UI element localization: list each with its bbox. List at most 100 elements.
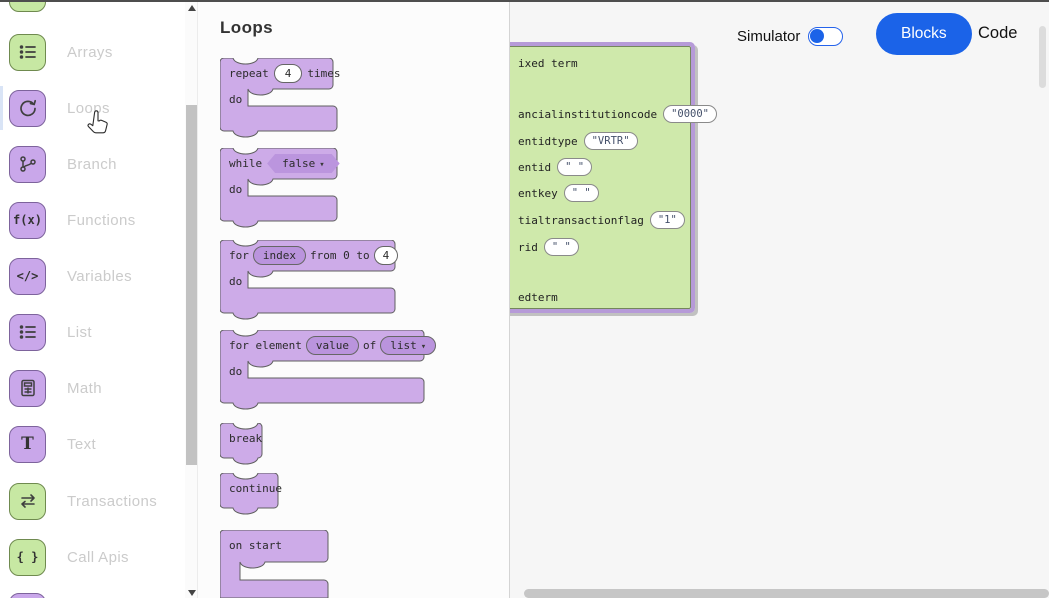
canvas-horizontal-scrollbar[interactable] [524, 589, 1049, 598]
block-field-row: ancialinstitutioncode "0000" [518, 105, 718, 123]
sidebar-item-label: Functions [67, 211, 136, 229]
continue-label: continue [229, 482, 282, 495]
calculator-icon [9, 369, 46, 407]
sidebar-item-branch[interactable]: Branch [0, 145, 117, 183]
field-value-input[interactable]: "VRTR" [583, 132, 638, 150]
field-value-input[interactable]: "0000" [663, 105, 718, 123]
block-footer-text: edterm [518, 291, 558, 304]
sidebar-item-label: Text [67, 435, 97, 453]
sidebar-item-math[interactable]: Math [0, 369, 102, 407]
field-label: entid [518, 160, 552, 174]
for-limit-field[interactable]: 4 [373, 246, 399, 265]
for-element-block[interactable]: for element value of list do [219, 329, 437, 417]
while-block[interactable]: while false do [219, 147, 343, 235]
value-variable-pill[interactable]: value [305, 336, 359, 355]
field-value-input[interactable]: "1" [649, 211, 685, 229]
field-label: tialtransactionflag [518, 213, 644, 227]
sidebar-item-label: Call Apis [67, 548, 129, 566]
blocks-tab-button[interactable]: Blocks [876, 13, 972, 55]
window-top-edge [0, 0, 1049, 2]
swap-icon [9, 482, 46, 520]
list-icon [9, 313, 46, 351]
braces-icon: { } [9, 538, 46, 576]
function-icon: f(x) [9, 201, 46, 239]
for-element-label: for element [229, 339, 302, 352]
sidebar-item-label: Loops [67, 99, 110, 117]
times-label: times [307, 67, 341, 80]
for-label: for [229, 249, 249, 262]
block-field-row: entidtype "VRTR" [518, 132, 638, 150]
simulator-toggle[interactable] [808, 27, 843, 46]
break-block[interactable]: break [219, 422, 268, 472]
workspace-canvas[interactable]: ixed term ancialinstitutioncode "0000" e… [510, 0, 1049, 598]
function-glyph: f(x) [13, 213, 42, 227]
break-label: break [229, 432, 263, 445]
continue-block[interactable]: continue [219, 472, 284, 522]
list-dropdown[interactable]: list [380, 336, 437, 355]
sidebar-item-label: Math [67, 379, 102, 397]
flyout-scrollbar-thumb[interactable] [186, 105, 197, 465]
of-label: of [362, 339, 377, 352]
on-start-label: on start [229, 539, 282, 552]
scroll-up-arrow-icon[interactable] [188, 5, 196, 11]
field-label: entidtype [518, 134, 578, 148]
flyout-title: Loops [220, 18, 273, 37]
sidebar-item-label: Arrays [67, 43, 113, 61]
scroll-down-arrow-icon[interactable] [188, 590, 196, 596]
canvas-vertical-scrollbar[interactable] [1039, 26, 1046, 88]
hand-cursor-icon [86, 110, 109, 142]
loops-flyout-panel: Loops repeat 4 times do while false do f… [185, 0, 510, 598]
sidebar-item-call-apis[interactable]: { } Call Apis [0, 538, 129, 576]
index-variable-pill[interactable]: index [252, 246, 306, 265]
branch-icon [9, 145, 46, 183]
sidebar-item-transactions[interactable]: Transactions [0, 482, 157, 520]
field-label: ancialinstitutioncode [518, 107, 658, 121]
category-sidebar: Arrays Loops Branch f(x) Functions </> V [0, 0, 185, 598]
field-value-input[interactable]: " " [557, 158, 593, 176]
text-glyph: T [21, 434, 34, 454]
repeat-count-field[interactable]: 4 [273, 64, 303, 83]
simulator-label: Simulator [737, 28, 801, 45]
field-value-input[interactable]: " " [563, 184, 599, 202]
block-header-text: ixed term [518, 57, 578, 70]
list-icon [9, 33, 46, 71]
canvas-block-selected[interactable]: ixed term ancialinstitutioncode "0000" e… [510, 42, 718, 313]
block-field-row: rid " " [518, 238, 579, 256]
sidebar-item-label: List [67, 323, 92, 341]
partial-icon [9, 592, 46, 598]
while-label: while [229, 157, 263, 170]
fixed-term-block[interactable]: ixed term ancialinstitutioncode "0000" e… [510, 46, 718, 309]
field-value-input[interactable]: " " [543, 238, 579, 256]
sidebar-item-arrays[interactable]: Arrays [0, 33, 113, 71]
code-tab-button[interactable]: Code [978, 24, 1018, 42]
block-field-row: tialtransactionflag "1" [518, 211, 685, 229]
loop-icon [9, 89, 46, 127]
sidebar-item-text[interactable]: T Text [0, 425, 96, 463]
flyout-scrollbar-track[interactable] [185, 0, 198, 598]
repeat-label: repeat [229, 67, 269, 80]
braces-glyph: { } [16, 550, 39, 564]
field-label: entkey [518, 186, 558, 200]
for-range-block[interactable]: for index from 0 to 4 do [219, 239, 401, 327]
code-glyph: </> [16, 269, 39, 283]
sidebar-item-variables[interactable]: </> Variables [0, 257, 132, 295]
from-to-label: from 0 to [310, 249, 370, 262]
sidebar-item-list[interactable]: List [0, 313, 92, 351]
sidebar-item-loops[interactable]: Loops [0, 89, 110, 127]
sidebar-item-partial-top[interactable] [0, 0, 46, 12]
text-icon: T [9, 425, 46, 463]
topbar: Simulator Blocks Code [0, 0, 1049, 70]
condition-dropdown[interactable]: false [267, 154, 340, 173]
field-label: rid [518, 240, 538, 254]
do-label: do [229, 183, 243, 196]
sidebar-item-label: Variables [67, 267, 133, 285]
do-label: do [229, 93, 243, 106]
toggle-knob [810, 29, 824, 43]
sidebar-item-functions[interactable]: f(x) Functions [0, 201, 136, 239]
sidebar-item-label: Branch [67, 155, 117, 173]
on-start-block[interactable]: on start [219, 529, 334, 598]
sidebar-item-partial-bottom[interactable] [0, 592, 46, 598]
sidebar-item-label: Transactions [67, 492, 158, 510]
block-field-row: entkey " " [518, 184, 599, 202]
repeat-times-block[interactable]: repeat 4 times do [219, 57, 341, 145]
